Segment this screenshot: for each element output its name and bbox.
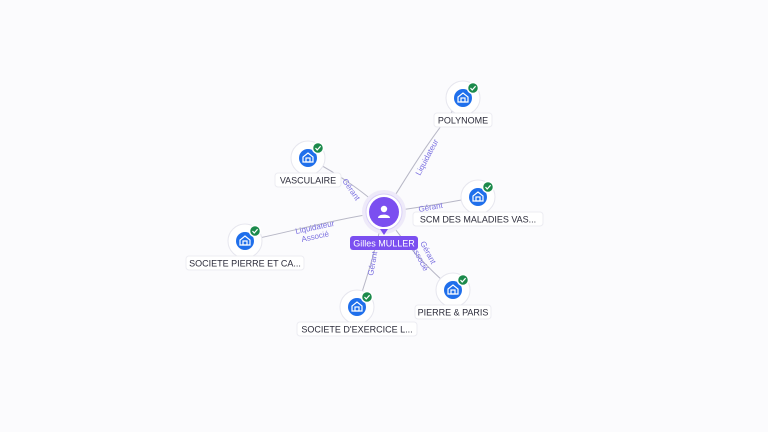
company-name: POLYNOME <box>438 116 488 126</box>
company-nodes: POLYNOME VASCULAIRE <box>185 80 544 337</box>
building-icon <box>457 92 469 103</box>
edge-label-societe-exercice: Gérant <box>366 250 379 276</box>
company-name: SCM DES MALADIES VAS... <box>420 215 536 225</box>
edge-label-polynome: Liquidateur <box>414 137 441 176</box>
building-icon <box>447 284 459 295</box>
company-node-societe-pierre[interactable]: SOCIETE PIERRE ET CA... <box>185 223 305 271</box>
company-name: VASCULAIRE <box>280 176 336 186</box>
check-icon <box>311 141 325 155</box>
company-node-societe-exercice[interactable]: SOCIETE D'EXERCICE L... <box>296 289 418 337</box>
company-name: PIERRE & PARIS <box>418 308 489 318</box>
check-icon <box>248 224 262 238</box>
company-node-pierre-paris[interactable]: PIERRE & PARIS <box>414 272 492 320</box>
check-icon <box>360 290 374 304</box>
company-node-scm[interactable]: SCM DES MALADIES VAS... <box>412 179 544 227</box>
building-icon <box>239 235 251 246</box>
building-icon <box>472 191 484 202</box>
company-name: SOCIETE D'EXERCICE L... <box>301 325 412 335</box>
person-icon <box>378 205 390 218</box>
edge-label-scm: Gérant <box>418 201 444 214</box>
person-node[interactable]: Gilles MULLER <box>350 190 418 250</box>
check-icon <box>481 180 495 194</box>
check-icon <box>466 81 480 95</box>
check-icon <box>456 273 470 287</box>
company-name: SOCIETE PIERRE ET CA... <box>189 259 301 269</box>
building-icon <box>302 152 314 163</box>
person-name: Gilles MULLER <box>353 239 415 249</box>
company-node-vasculaire[interactable]: VASCULAIRE <box>274 140 342 188</box>
building-icon <box>351 301 363 312</box>
company-node-polynome[interactable]: POLYNOME <box>433 80 493 128</box>
